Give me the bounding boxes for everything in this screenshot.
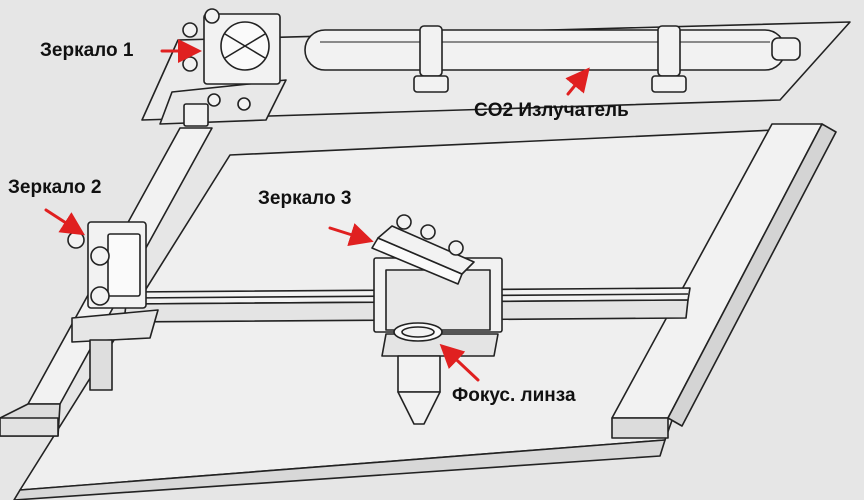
mirror3-knob-b: [420, 224, 436, 240]
tube-clamp-right-foot: [651, 75, 687, 93]
label-mirror-3: Зеркало 3: [258, 188, 352, 209]
mirror1-bracket: [183, 103, 209, 127]
laser-tube: [304, 29, 786, 71]
mirror1-knob-c: [182, 56, 198, 72]
label-co2-emitter: CO2 Излучатель: [474, 100, 629, 121]
mirror3-plate-back: [377, 225, 475, 275]
mirror1-knob-e: [237, 97, 251, 111]
mirror1-knob-d: [207, 93, 221, 107]
mirror3-knob-c: [448, 240, 464, 256]
right-rail-side: [667, 123, 837, 427]
focus-lens-inner: [401, 326, 435, 338]
right-rail-face: [611, 417, 669, 439]
mirror2-knob-c: [90, 286, 110, 306]
nozzle-tip: [397, 391, 441, 425]
mirror2-leg: [89, 339, 113, 391]
mirror3-knob-a: [396, 214, 412, 230]
arrow-mirror3: [328, 223, 374, 247]
work-table-front-edge: [13, 439, 666, 500]
label-mirror-1: Зеркало 1: [40, 40, 134, 61]
left-rail-face: [0, 417, 59, 437]
mirror2-carriage: [71, 309, 159, 343]
mirror2-plate: [107, 233, 141, 297]
nozzle-body: [397, 355, 441, 393]
label-mirror-2: Зеркало 2: [8, 177, 102, 198]
tube-clamp-left: [419, 25, 443, 77]
mirror1-knob-b: [182, 22, 198, 38]
mirror2-knob-b: [90, 246, 110, 266]
tube-clamp-left-foot: [413, 75, 449, 93]
mirror2-knob-a: [67, 231, 85, 249]
head-frame-inner: [385, 269, 491, 331]
arrow-emitter: [565, 67, 590, 96]
label-focus-lens: Фокус. линза: [452, 385, 576, 406]
arrow-lens: [439, 343, 480, 382]
tube-clamp-right: [657, 25, 681, 77]
mirror1-knob-a: [204, 8, 220, 24]
laser-tube-end-cap: [771, 37, 801, 61]
arrow-mirror2: [44, 208, 86, 236]
